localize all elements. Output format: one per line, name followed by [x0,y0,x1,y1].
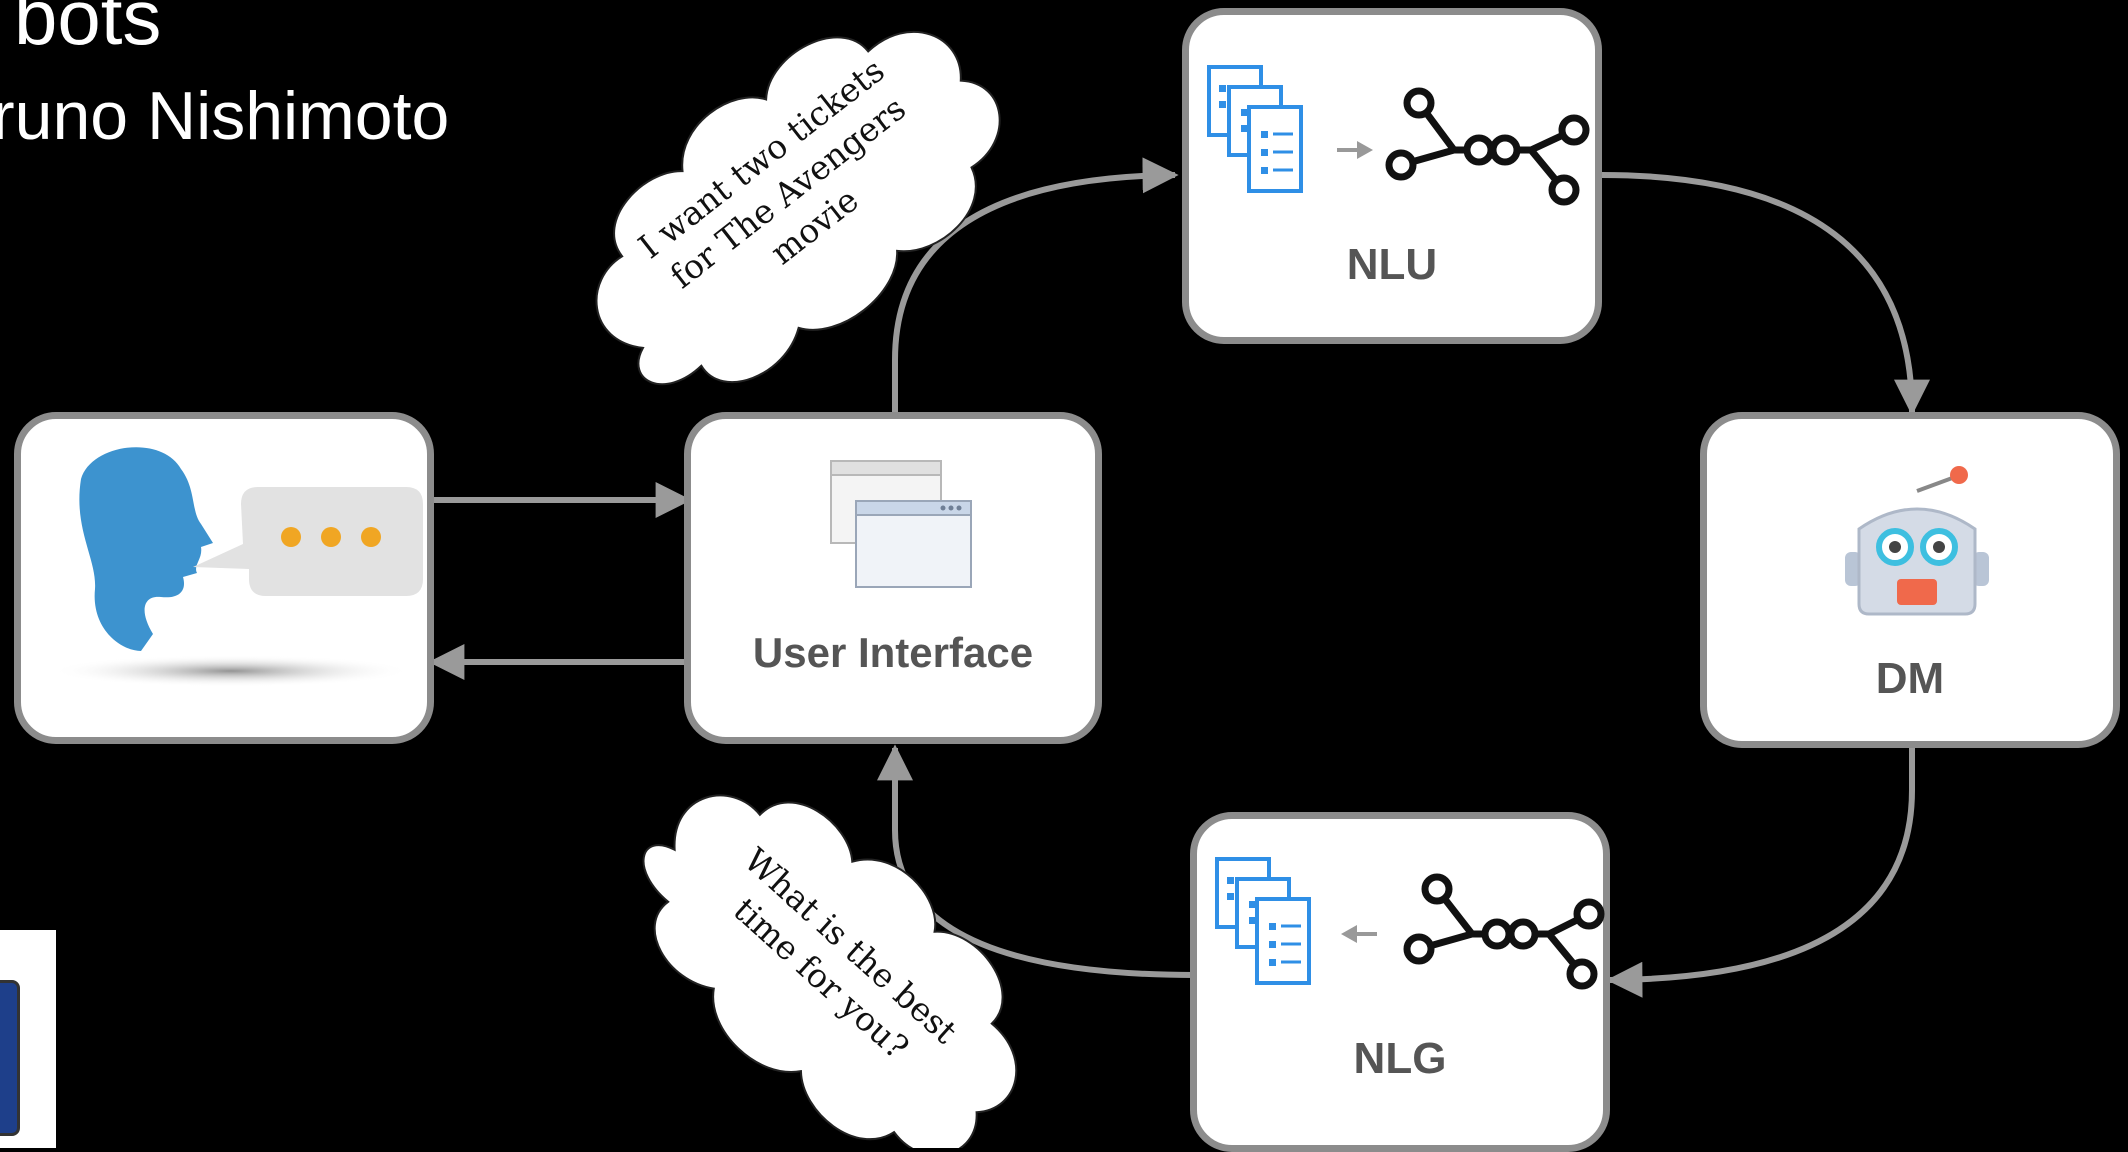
document-to-graph-icon [1207,65,1590,206]
corner-logo-mark [0,980,20,1136]
slide-title-fragment: bots [14,0,162,61]
arrow-ui-to-nlu [892,157,1179,412]
arrow-dm-to-nlg [1606,745,1915,998]
nlu-box: NLU [1182,8,1602,344]
nlg-label: NLG [1353,1034,1447,1083]
robot-icon [1845,466,1989,616]
graph-to-document-icon [1215,857,1605,990]
windows-icon [830,460,972,588]
corner-logo [0,930,56,1148]
user-speaker-box [14,412,434,744]
nlg-box: NLG [1190,812,1610,1152]
arrow-nlu-to-dm [1601,172,1930,416]
dm-label: DM [1875,654,1945,703]
person-speaking-icon [51,447,423,687]
arrow-nlg-to-ui [877,744,1196,978]
dm-box: DM [1700,412,2120,748]
slide-author-fragment: runo Nishimoto [0,78,450,154]
user-interface-label: User Interface [752,629,1034,676]
nlu-label: NLU [1346,240,1438,289]
user-interface-box: User Interface [684,412,1102,744]
